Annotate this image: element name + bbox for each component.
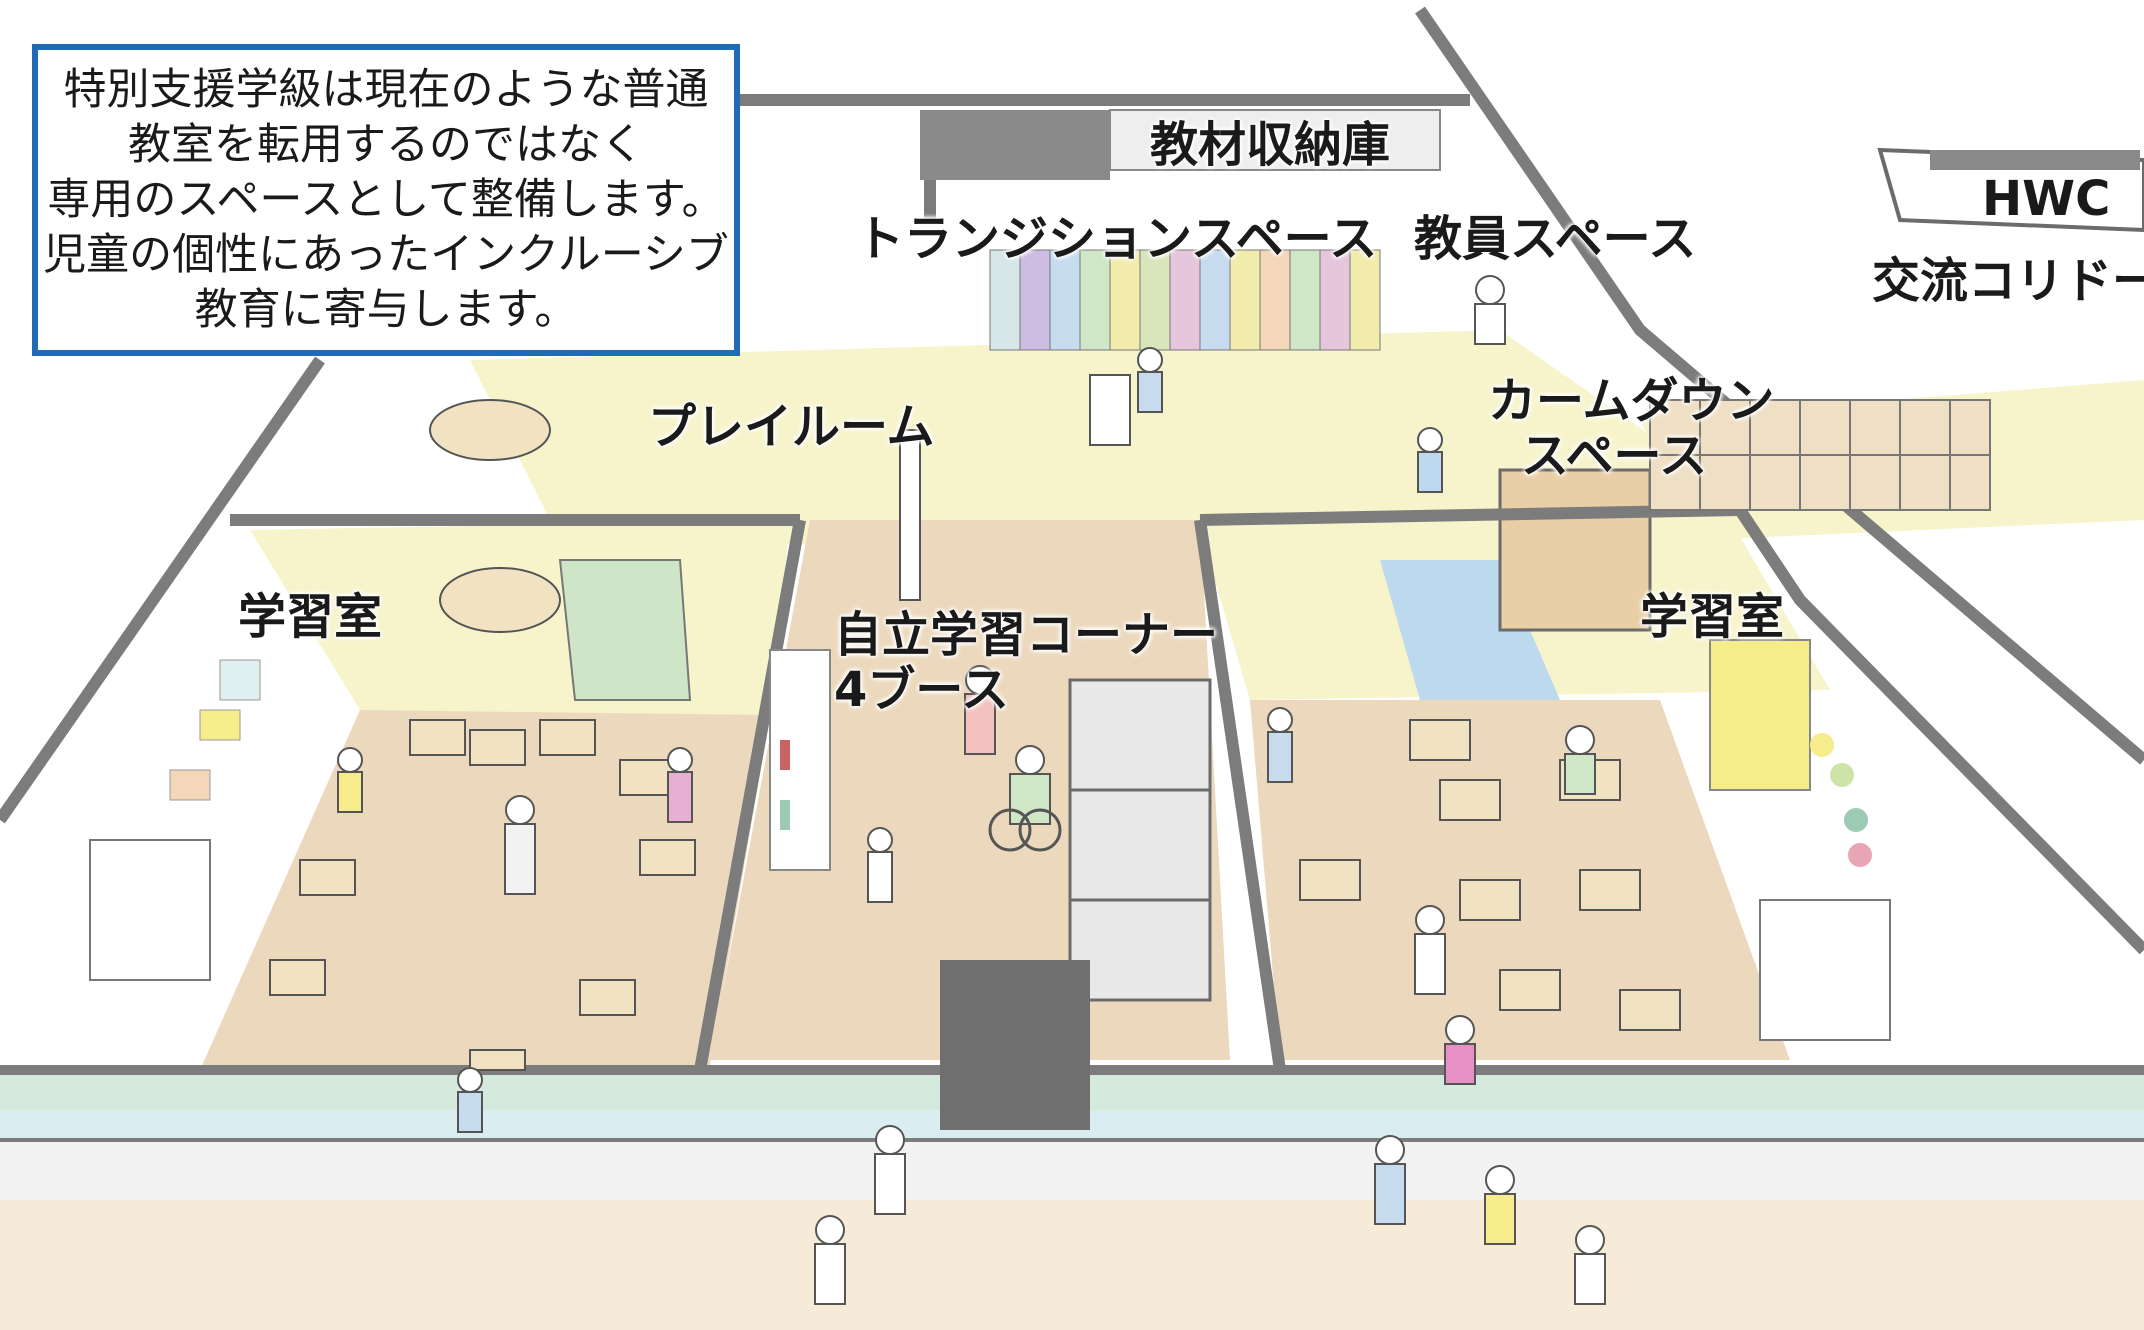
booths	[1068, 678, 1212, 1002]
people	[337, 275, 1606, 1305]
calmdown-booth	[1498, 468, 1652, 632]
info-line: 教育に寄与します。	[194, 284, 578, 335]
label-playroom: プレイルーム	[648, 399, 935, 455]
label-staff-space: 教員スペース	[1414, 211, 1697, 267]
label-storage: 教材収納庫	[1150, 117, 1391, 173]
pillar	[940, 960, 1090, 1130]
label-hwc: HWC	[1982, 171, 2111, 227]
info-line: 教室を転用するのではなく	[128, 119, 644, 170]
label-independent-corner-line2: 4ブース	[834, 662, 1009, 719]
label-independent-corner-line1: 自立学習コーナー	[834, 607, 1219, 663]
info-line: 児童の個性にあったインクルーシブ	[43, 229, 729, 280]
storage-block	[920, 110, 1110, 180]
label-transition-space: トランジションスペース	[856, 211, 1378, 267]
info-box: 特別支援学級は現在のような普通 教室を転用するのではなく 専用のスペースとして整…	[32, 44, 740, 356]
desks-left	[269, 719, 696, 1071]
label-study-room-right: 学習室	[1640, 589, 1785, 645]
lockers	[989, 249, 1381, 351]
info-line: 特別支援学級は現在のような普通	[63, 64, 709, 115]
label-calmdown: カームダウン スペース	[1488, 373, 1775, 485]
corridor-shelves	[1649, 399, 1991, 511]
label-exchange-corridor: 交流コリドー	[1872, 253, 2144, 309]
label-calmdown-line1: カームダウン	[1488, 373, 1775, 429]
label-independent-corner: 自立学習コーナー 4ブース	[834, 607, 1219, 719]
info-line: 専用のスペースとして整備します。	[47, 174, 725, 225]
label-calmdown-line2: スペース	[1520, 428, 1708, 485]
label-study-room-left: 学習室	[238, 589, 383, 645]
walkway-floor	[0, 1200, 2144, 1330]
